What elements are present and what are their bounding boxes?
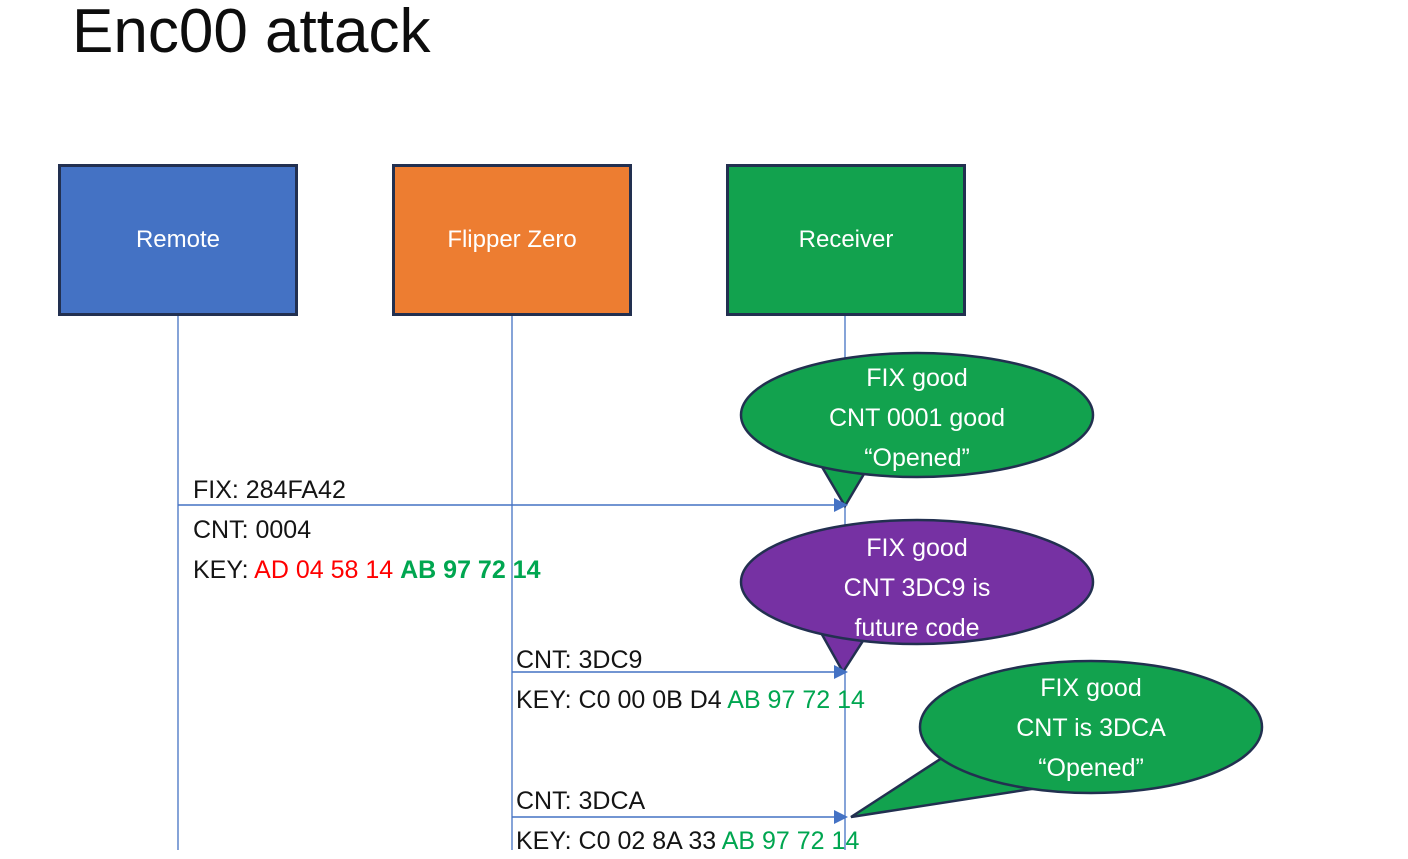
bubble-3-line-2: CNT is 3DCA <box>1016 714 1166 742</box>
bubble-3-line-1: FIX good <box>1040 674 1142 702</box>
bubble-2-ellipse <box>739 518 1095 646</box>
message-2-cnt: CNT: 3DC9 <box>516 646 643 674</box>
message-arrow-3-head <box>834 810 848 824</box>
message-1-key-green-part: AB 97 72 14 <box>400 556 541 584</box>
message-1-key-red-part: AD 04 58 14 <box>254 556 394 584</box>
actor-box-remote: Remote <box>58 164 298 316</box>
message-2-key-black-part: KEY: C0 00 0B D4 <box>516 686 722 714</box>
actor-label-flipper-zero: Flipper Zero <box>447 226 577 253</box>
actor-label-remote: Remote <box>135 226 221 253</box>
bubble-1-line-2: CNT 0001 good <box>828 404 1006 432</box>
bubble-3-text: FIX good CNT is 3DCA “Opened” <box>920 668 1262 788</box>
bubble-1-line-1: FIX good <box>866 364 968 392</box>
actor-box-receiver: Receiver <box>726 164 966 316</box>
message-arrow-2-head <box>834 665 848 679</box>
message-3-key-green-part: AB 97 72 14 <box>721 827 860 855</box>
bubble-3-ellipse <box>918 659 1264 795</box>
bubble-2-line-1: FIX good <box>866 534 968 562</box>
message-1-key: KEY: AD 04 58 14 AB 97 72 14 <box>193 550 541 590</box>
message-1-fix: FIX: 284FA42 <box>193 476 346 504</box>
message-3-labels: CNT: 3DCA KEY: C0 02 8A 33 AB 97 72 14 <box>516 781 859 859</box>
actor-box-flipper-zero: Flipper Zero <box>392 164 632 316</box>
bubble-1-text: FIX good CNT 0001 good “Opened” <box>741 358 1093 478</box>
message-arrow-2 <box>512 665 848 679</box>
message-arrow-1-head <box>834 498 848 512</box>
message-3-key: KEY: C0 02 8A 33 AB 97 72 14 <box>516 821 859 859</box>
bubble-1-line-3: “Opened” <box>864 444 970 472</box>
message-2-labels: CNT: 3DC9 KEY: C0 00 0B D4 AB 97 72 14 <box>516 640 865 720</box>
speech-bubble-3 <box>850 659 1264 819</box>
message-arrow-1 <box>178 498 848 512</box>
page-title: Enc00 attack <box>72 0 431 66</box>
actor-label-receiver: Receiver <box>798 226 894 253</box>
bubble-2-line-2: CNT 3DC9 is <box>843 574 991 602</box>
message-1-labels: FIX: 284FA42 CNT: 0004 KEY: AD 04 58 14 … <box>193 470 541 590</box>
speech-bubble-2 <box>739 518 1095 675</box>
message-1-cnt: CNT: 0004 <box>193 516 312 544</box>
message-2-key: KEY: C0 00 0B D4 AB 97 72 14 <box>516 680 865 720</box>
speech-bubble-1 <box>739 351 1095 509</box>
message-3-key-black-part: KEY: C0 02 8A 33 <box>516 827 717 855</box>
bubble-1-ellipse <box>739 351 1095 479</box>
bubble-2-text: FIX good CNT 3DC9 is future code <box>741 528 1093 648</box>
message-1-key-label: KEY: <box>193 556 249 584</box>
message-arrow-3 <box>512 810 848 824</box>
message-3-cnt: CNT: 3DCA <box>516 787 646 815</box>
message-2-key-green-part: AB 97 72 14 <box>727 686 865 714</box>
bubble-3-line-3: “Opened” <box>1038 754 1144 782</box>
bubble-2-line-3: future code <box>854 614 980 642</box>
